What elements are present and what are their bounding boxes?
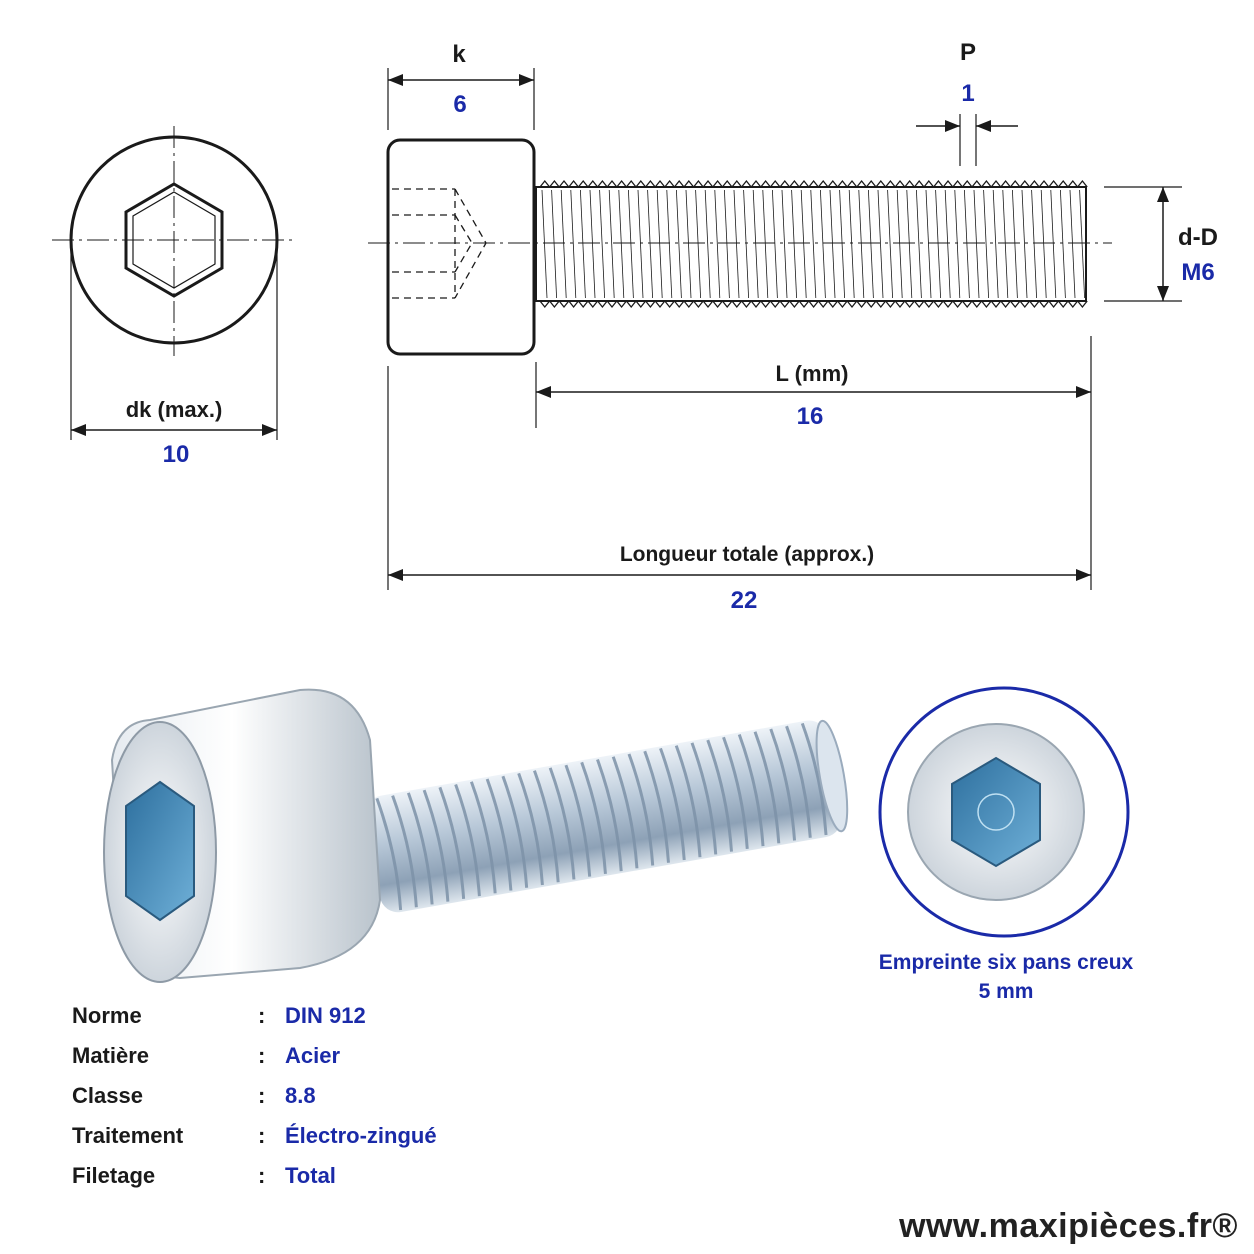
pitch-value: 1 (961, 80, 974, 107)
thread-label: d-D (1178, 224, 1218, 251)
spec-value: 8.8 (285, 1083, 316, 1108)
spec-key: Filetage (72, 1163, 156, 1188)
length-label: L (mm) (776, 361, 849, 386)
spec-value: Acier (285, 1043, 341, 1068)
k-value: 6 (453, 91, 466, 118)
spec-sep: : (258, 1003, 266, 1028)
spec-row-matiere: Matière : Acier (72, 1036, 592, 1076)
bolt-illustration (103, 688, 849, 983)
spec-value: Électro-zingué (285, 1123, 437, 1148)
spec-table: Norme : DIN 912 Matière : Acier Classe :… (72, 996, 592, 1196)
spec-row-traitement: Traitement : Électro-zingué (72, 1116, 592, 1156)
spec-sep: : (258, 1083, 266, 1108)
k-label: k (452, 41, 466, 68)
socket-caption-line2: 5 mm (978, 980, 1034, 1003)
dk-label: dk (max.) (126, 397, 223, 422)
head-end-view: dk (max.) 10 (52, 126, 296, 468)
bolt-hex-socket (125, 780, 195, 922)
spec-value: DIN 912 (285, 1003, 366, 1028)
socket-caption: Empreinte six pans creux 5 mm (846, 948, 1166, 1006)
spec-sep: : (258, 1163, 266, 1188)
spec-key: Matière (72, 1043, 150, 1068)
spec-value: Total (285, 1163, 336, 1188)
detail-hex-socket (951, 756, 1041, 868)
head-side (386, 138, 536, 356)
spec-row-norme: Norme : DIN 912 (72, 996, 592, 1036)
spec-key: Norme (72, 1003, 142, 1028)
site-watermark[interactable]: www.maxipièces.fr® (899, 1207, 1238, 1245)
socket-detail (878, 686, 1130, 938)
socket-caption-line1: Empreinte six pans creux (878, 951, 1134, 974)
total-length-value: 22 (731, 587, 758, 614)
thread-teeth (539, 179, 1088, 309)
side-view: k 6 P 1 d-D M6 L (mm) 16 Longueur totale… (368, 39, 1218, 614)
spec-key: Classe (72, 1083, 143, 1108)
spec-row-classe: Classe : 8.8 (72, 1076, 592, 1116)
thread-value: M6 (1181, 259, 1214, 286)
dk-value: 10 (163, 441, 190, 468)
spec-sep: : (258, 1123, 266, 1148)
spec-key: Traitement (72, 1123, 184, 1148)
spec-sep: : (258, 1043, 266, 1068)
spec-row-filetage: Filetage : Total (72, 1156, 592, 1196)
pitch-label: P (960, 39, 976, 66)
total-length-label: Longueur totale (approx.) (620, 543, 874, 566)
length-value: 16 (797, 403, 824, 430)
